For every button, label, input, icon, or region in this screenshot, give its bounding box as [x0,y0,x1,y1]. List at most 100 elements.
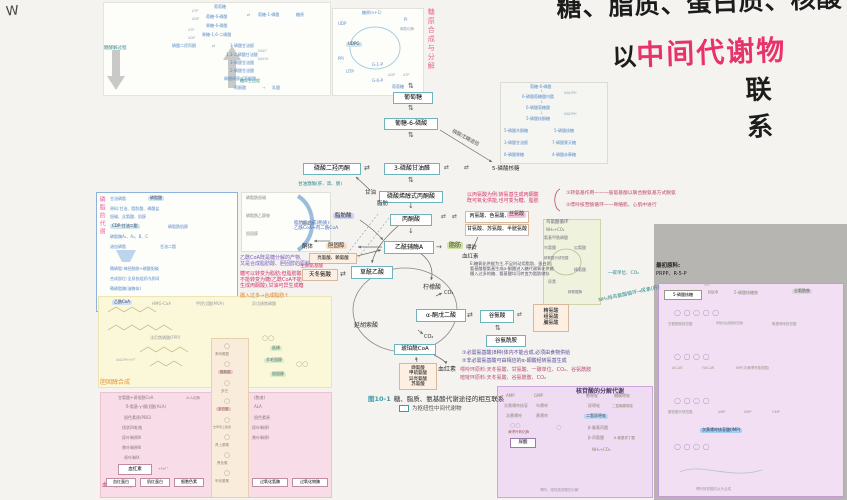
glyc-cofactor: ADP [188,36,196,40]
node-glycerol: 甘油 [365,190,377,196]
urea-node: 精氨酸酶 [568,290,582,294]
note-transamination: 以丙氨酸为例:转氨基生成丙酮酸 既可氧化供能,也可变为糖、脂肪 [467,192,539,204]
glycogen-node: UDPG [346,41,362,47]
ring-glyph: ○○ [262,334,275,342]
ring-glyph: ○ [556,424,562,431]
note-purine-raw-1: 最初原料: [656,263,681,269]
arrow-updown: ⇅ [408,82,414,90]
pur-node: 谷氨酰胺 [792,288,812,294]
group-ketogenic-aa: 亮氨酸、赖氨酸 [309,253,357,264]
pl-node: 鞘磷脂:神经酰胺+磷酸胆碱 [110,266,159,271]
urea-node: 瓜氨酸 [574,245,586,250]
heme-node-box: 细胞色素 [174,478,204,487]
node-aspartate: 天冬氨酸 [302,269,338,281]
figure-number: 图10-1 [368,395,391,403]
ppp-cofactor: NADPH [564,91,577,95]
nuc-node: 胸腺嘧啶 [614,393,630,398]
legend-swatch [399,404,409,412]
node-fat-small: 脂肪 [377,201,389,207]
ring-glyph: ○ [224,360,231,368]
node-gap: 3-磷酸甘油醛 [384,163,440,175]
node-heme: 血红素 [438,366,457,373]
node-glutamine: 谷氨酰胺 [486,335,526,347]
arrow-down: ↓ [540,99,544,104]
heme-node: 胆色素原 [254,415,270,420]
nuc-node: 黄嘌呤 [536,413,548,418]
glycogen-node: G-6-P [372,78,383,83]
pl-node: 甘油二酯 [160,244,176,249]
nuc-uric-acid: 尿酸 [510,438,536,448]
node-cholesterol: 胆固醇 [326,243,347,250]
pur-node: 氨基咪唑核苷酸 [772,322,797,326]
ring-glyph: ○ ○ ○ ○ [674,352,710,361]
node-oaa: 草酰乙酸 [351,266,393,279]
ring-glyph: ○ ○ ○ ○ [674,442,710,451]
pur-hl: 次黄嘌呤核苷酸(IMP) [700,427,743,433]
heme-node: 线状四吡咯 [122,425,142,430]
glyc-node: 2-磷酸甘油酸 [230,68,254,73]
glycogen-node: Pi [404,17,408,22]
heme-node-box: 肌红蛋白 [140,478,170,487]
heme-node: 粪卟啉原Ⅲ [122,445,141,450]
ring-glyph: ○ [224,416,231,424]
note-sugar-fat: 糖可以转变为脂肪;但脂肪酸 不能转变为糖(乙酰CoA不能 生成丙酮酸),甘油可异… [240,271,304,289]
title-line-3: 联系 [745,74,778,144]
glyc-node: 果糖-1,6-二磷酸 [202,32,232,37]
node-heme: 血红素 [462,254,479,260]
cat-node: 多巴胺 [216,407,231,412]
urea-node: 精氨酸 [574,267,586,272]
chol-node: HMG-CoA [152,301,171,306]
title-line-1: 糖、脂质、蛋白质、核酸 [556,0,843,23]
node-ketone-bodies: 酮体 [302,244,314,250]
heme-node: 尿卟啉原Ⅰ [252,425,270,430]
label-ppp: 磷酸戊糖途径 [450,128,481,148]
note-purine-raw-2: PRPP、R-5-P [656,271,687,277]
chol-node: 鲨烯 [270,345,282,351]
node-r5p: 5-磷酸核糖 [492,166,520,172]
glyc-node: 3-磷酸甘油醛 [230,43,254,48]
title-line-2-highlight: 中间代谢物 [635,33,787,72]
note-aa-2: ②非必需氨基酸可由相应的α-酮酸经转氨基生成 [462,358,567,364]
glyc-node: 糖原 [296,12,304,17]
figure-caption-text: 糖、脂质、氨基酸代谢途径的相互联系 [393,395,505,403]
note-deamination-2: ②嘌呤核苷酸循环——骨骼肌、心肌中进行 [566,203,657,208]
glyc-node: 3-磷酸甘油酸 [230,60,254,65]
chol-node: 法尼焦磷酸(FPP) [150,335,181,340]
heme-node-box: 过氧化物酶 [292,478,328,487]
group-glucogenic-aa: 缬氨酸 甲硫氨酸 异亮氨酸 苏氨酸 [399,363,437,390]
glyc-node: 葡糖-6-磷酸 [206,14,228,19]
urea-node: 精氨酸代琥珀酸 [544,256,569,260]
heme-node: (胞液) [254,395,266,400]
mem-node: 胆固醇 [246,231,258,236]
nuc-node: NH₃+CO₂ [592,447,611,452]
glyc-cofactor: ADP [192,17,200,21]
mem-node: 鞘磷脂 [302,221,314,226]
glyc-cofactor: ATP [188,28,195,32]
glycogen-node: UTP [346,69,354,74]
ring-glyph: ○○ [510,422,521,429]
note-aa-1: ①必需氨基酸(8种)体内不能合成,必须由食物供给 [462,350,571,356]
pl-node: 合成部位:全身各组织内质网 [110,276,160,281]
ppp-node: 5-磷酸核酮糖 [526,116,550,121]
nuc-node: 鸟嘌呤 [536,403,548,408]
heme-node: ALA [254,404,262,409]
nuc-hl: 二氢尿嘧啶 [584,413,608,419]
glyc-node: 果糖-6-磷酸 [206,23,228,28]
note-aa-3: 嘌呤环原料:天冬氨酸、甘氨酸、一碳单位、CO₂、谷氨酰胺 [460,367,592,373]
arrow-lr: ⇄ [364,164,370,172]
pl-node: 磷脂酰肌醇 [168,224,188,229]
arrow-down: ↓ [540,88,544,93]
chol-node: 异戊烯焦磷酸 [252,301,276,306]
pur-caption: 嘌呤核苷酸的从头合成 [696,487,731,491]
pur-node: 腺苷酸代琥珀酸 [668,410,693,414]
cat-node: 甲状腺素 [215,479,229,483]
pur-node: XMP [744,410,752,414]
panel-purine-synthesis [658,283,844,497]
pur-node-box: 5-磷酸核糖 [664,290,702,300]
heme-node: δ-氨基-γ-酮戊酸(ALA) [126,404,167,409]
corner-mark: W [5,3,20,20]
pl-node: 原料:甘油、脂肪酸、磷酸盐 [110,206,160,211]
arrow-lr: ⇄ [517,311,523,318]
